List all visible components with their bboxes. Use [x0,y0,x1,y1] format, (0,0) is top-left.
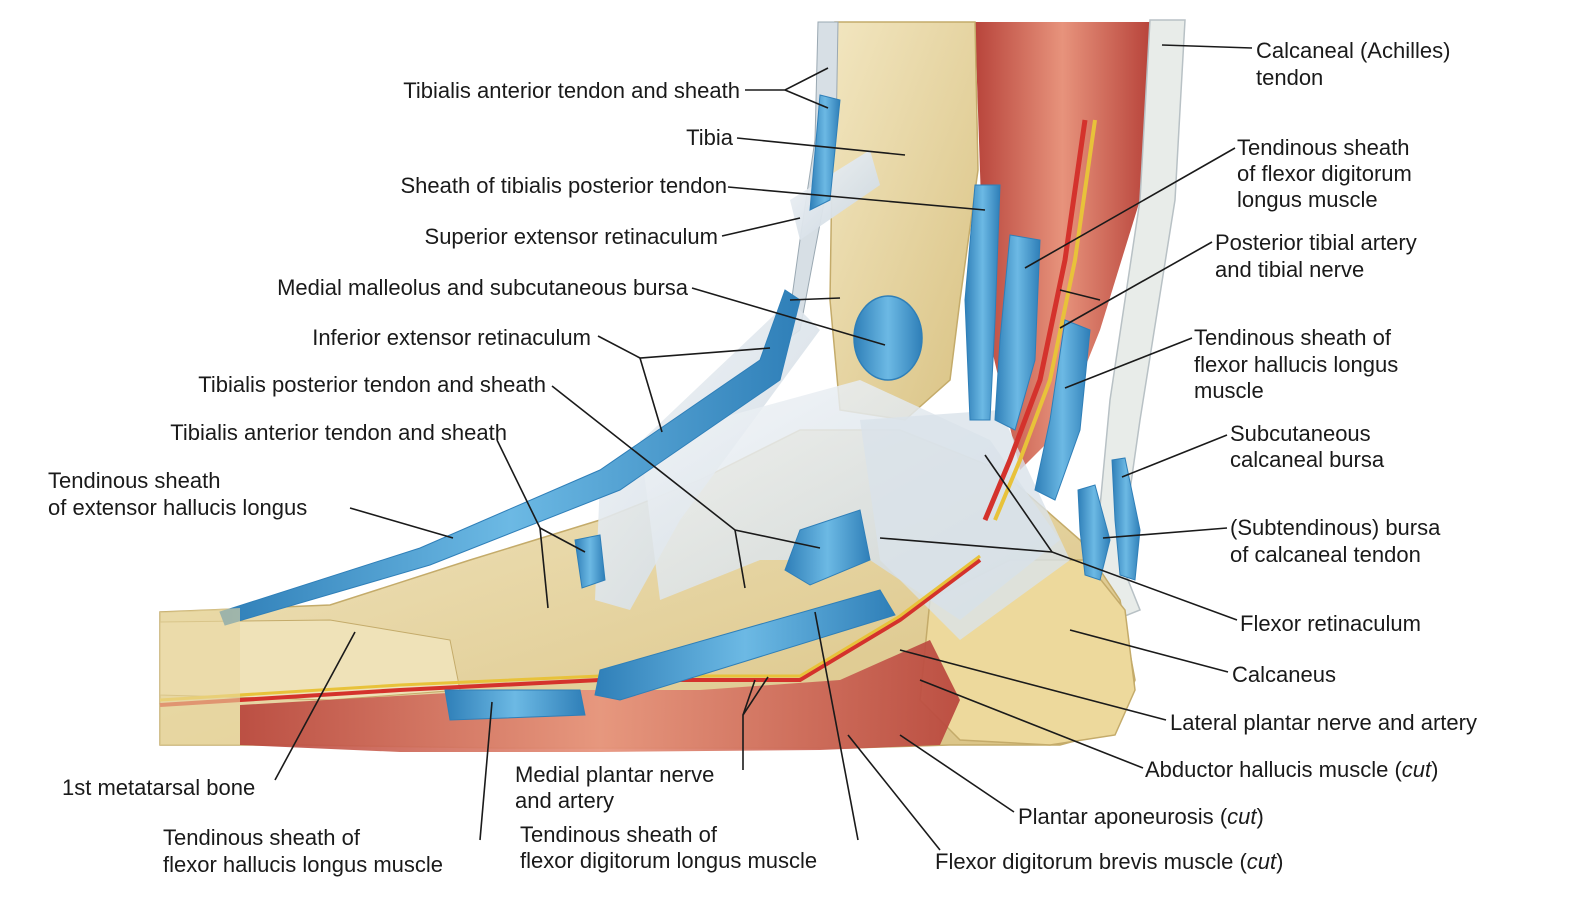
label-subcut-calcaneal-line2: calcaneal bursa [1230,447,1385,472]
label-fdl-right-line1: Tendinous sheath [1237,135,1409,160]
label-fdl-bottom-line2: flexor digitorum longus muscle [520,848,817,873]
plantar-artery [159,558,982,707]
first-toe-region [160,608,240,745]
superior-extensor-retinaculum-band [790,150,880,240]
label-lateral-plantar: Lateral plantar nerve and artery [1170,710,1477,735]
label-post-tibial-line2: and tibial nerve [1215,257,1364,282]
plantar-nerve [159,554,981,702]
label-flexor-digitorum-brevis: Flexor digitorum brevis muscle (cut) [935,849,1283,874]
label-subcut-calcaneal-line1: Subcutaneous [1230,421,1371,446]
sheath-tibialis-posterior-lower [784,509,871,586]
tibial-nerve [993,119,1097,521]
sheath-fhl-lower [444,689,586,721]
subcutaneous-calcaneal-bursa-shape [1111,457,1141,581]
sheath-fdl-upper [994,234,1041,431]
label-plantar-aponeurosis: Plantar aponeurosis (cut) [1018,804,1264,829]
sheath-tibialis-anterior-lower [574,534,606,589]
label-first-metatarsal: 1st metatarsal bone [62,775,255,800]
label-sheath-tibialis-posterior: Sheath of tibialis posterior tendon [400,173,727,198]
label-subtendinous-line1: (Subtendinous) bursa [1230,515,1441,540]
label-tibialis-anterior-lower: Tibialis anterior tendon and sheath [170,420,507,445]
labels-bottom: 1st metatarsal bone Tendinous sheath of … [62,762,817,877]
sheath-tibialis-posterior-upper [964,184,1001,421]
label-post-tibial-line1: Posterior tibial artery [1215,230,1417,255]
label-fhl-bottom-line1: Tendinous sheath of [163,825,361,850]
label-medial-plantar-line2: and artery [515,788,614,813]
sheath-fhl-upper [1034,319,1091,501]
subtendinous-bursa-shape [1077,484,1111,581]
label-tibialis-anterior-top: Tibialis anterior tendon and sheath [403,78,740,103]
labels-right: Calcaneal (Achilles) tendon Tendinous sh… [935,38,1477,874]
label-fhl-right-line2: flexor hallucis longus [1194,352,1398,377]
label-tibialis-posterior-sheath: Tibialis posterior tendon and sheath [198,372,546,397]
label-achilles-line2: tendon [1256,65,1323,90]
label-fhl-right-line1: Tendinous sheath of [1194,325,1392,350]
label-abductor-hallucis: Abductor hallucis muscle (cut) [1145,757,1438,782]
label-superior-extensor-retinaculum: Superior extensor retinaculum [425,224,718,249]
label-tibia: Tibia [686,125,734,150]
label-ext-hallucis-line2: of extensor hallucis longus [48,495,307,520]
label-fdl-bottom-line1: Tendinous sheath of [520,822,718,847]
label-achilles-line1: Calcaneal (Achilles) [1256,38,1450,63]
label-calcaneus: Calcaneus [1232,662,1336,687]
label-flexor-retinaculum: Flexor retinaculum [1240,611,1421,636]
illustration [159,19,1186,752]
sheath-fdl-lower [594,589,896,701]
label-fhl-right-line3: muscle [1194,378,1264,403]
label-fdl-right-line2: of flexor digitorum [1237,161,1412,186]
label-fhl-bottom-line2: flexor hallucis longus muscle [163,852,443,877]
label-ext-hallucis-line1: Tendinous sheath [48,468,220,493]
sheath-tibialis-anterior-upper [809,94,841,211]
label-subtendinous-line2: of calcaneal tendon [1230,542,1421,567]
label-inferior-extensor-retinaculum: Inferior extensor retinaculum [312,325,591,350]
label-medial-malleolus: Medial malleolus and subcutaneous bursa [277,275,689,300]
label-fdl-right-line3: longus muscle [1237,187,1378,212]
leader-lines [274,44,1253,851]
labels-left: Tibialis anterior tendon and sheath Tibi… [48,78,740,520]
label-medial-plantar-line1: Medial plantar nerve [515,762,714,787]
medial-malleolus-bursa-shape [853,295,923,381]
